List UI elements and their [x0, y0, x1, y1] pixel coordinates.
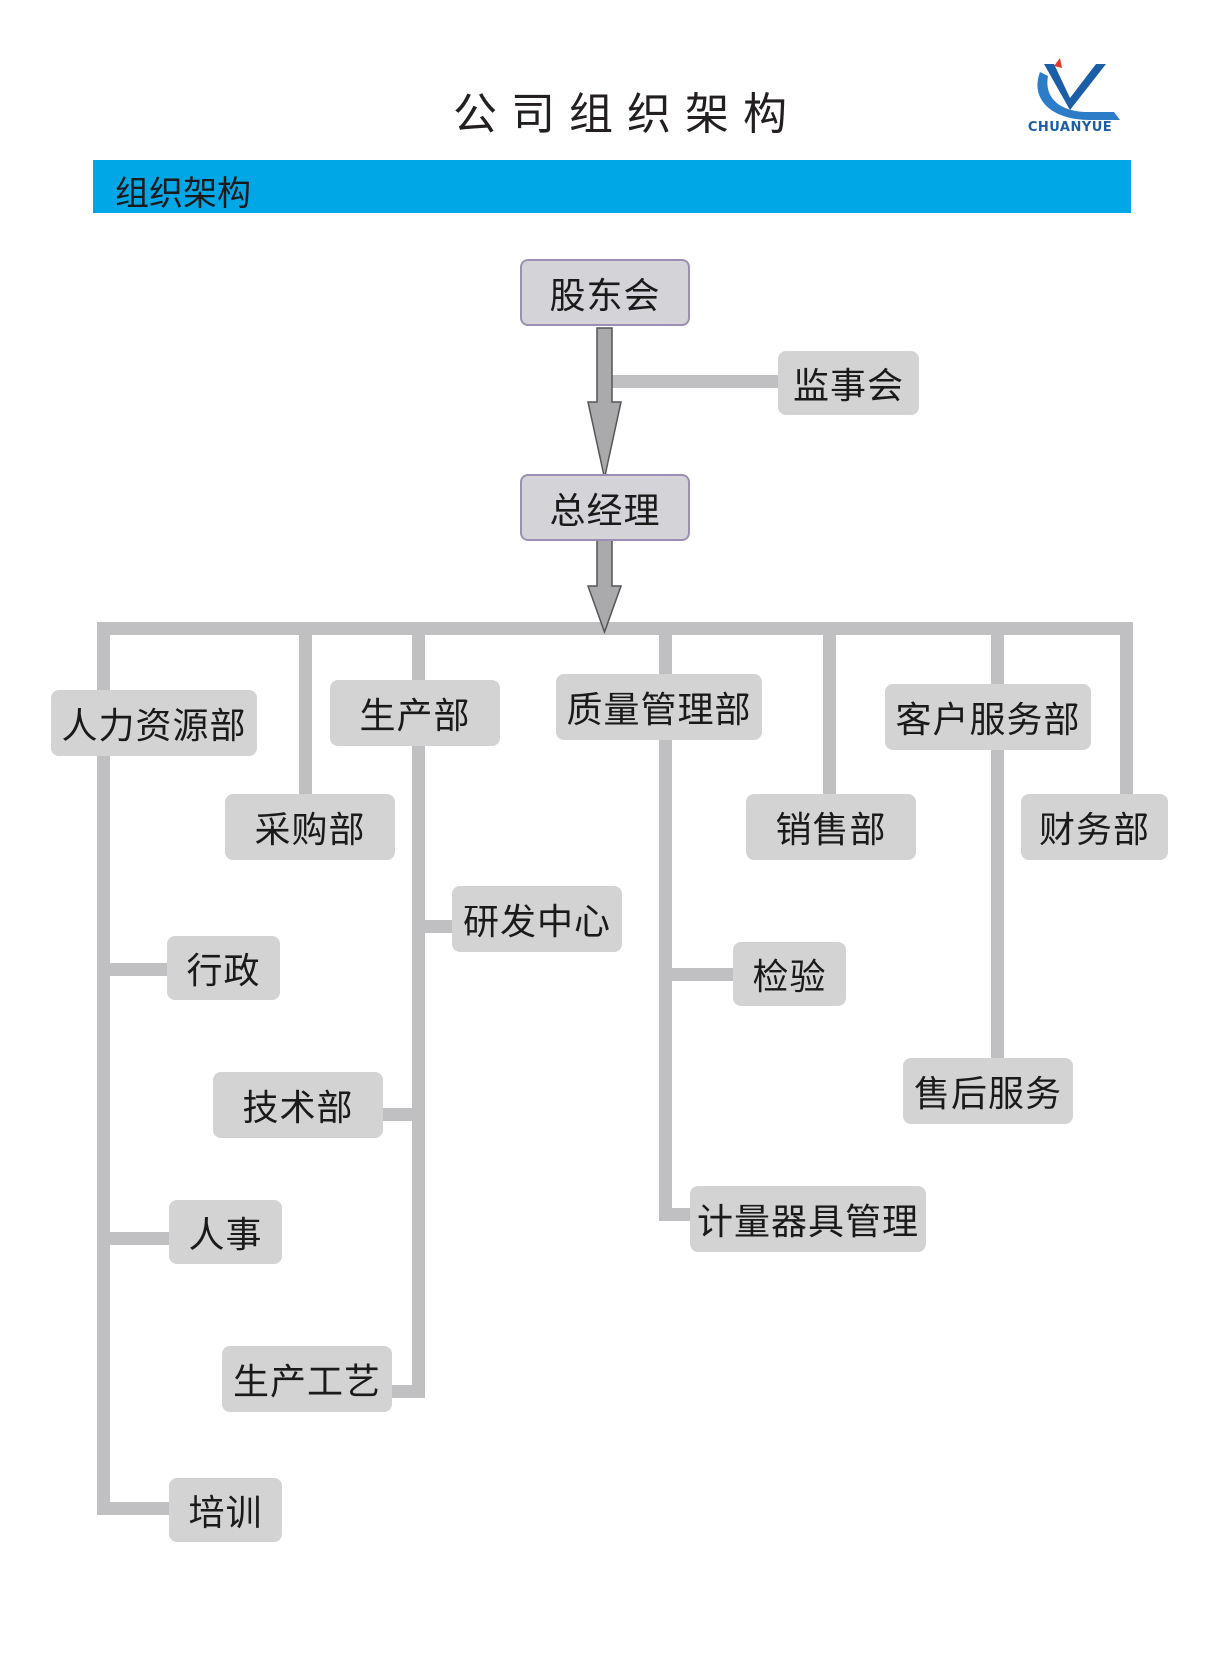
page-title: 公司组织架构 — [453, 89, 801, 140]
production-child-tech: 技术部 — [213, 1072, 383, 1138]
hr-node: 人力资源部 — [51, 690, 257, 756]
purchasing-node: 采购部 — [225, 794, 395, 860]
finance-node: 财务部 — [1021, 794, 1168, 860]
sales-node: 销售部 — [746, 794, 916, 860]
board-node: 股东会 — [520, 259, 690, 326]
customer-child-aftersales: 售后服务 — [903, 1058, 1073, 1124]
production-node: 生产部 — [330, 680, 500, 746]
production-child-process: 生产工艺 — [222, 1346, 392, 1412]
logo-text: CHUANYUE — [1027, 120, 1113, 135]
gm-node: 总经理 — [520, 474, 690, 541]
quality-node: 质量管理部 — [556, 674, 762, 740]
banner-label: 组织架构 — [115, 174, 251, 214]
hr-child-personnel: 人事 — [169, 1200, 282, 1264]
production-child-rnd: 研发中心 — [452, 886, 622, 952]
hr-child-training: 培训 — [169, 1478, 282, 1542]
supervisors-node: 监事会 — [778, 351, 919, 415]
chuanyue-logo-icon — [1037, 58, 1120, 120]
section-banner: 组织架构 — [93, 160, 1131, 214]
quality-child-inspection: 检验 — [733, 942, 846, 1006]
customer-service-node: 客户服务部 — [885, 684, 1091, 750]
hr-child-admin: 行政 — [167, 936, 280, 1000]
quality-child-metrology: 计量器具管理 — [690, 1186, 926, 1252]
